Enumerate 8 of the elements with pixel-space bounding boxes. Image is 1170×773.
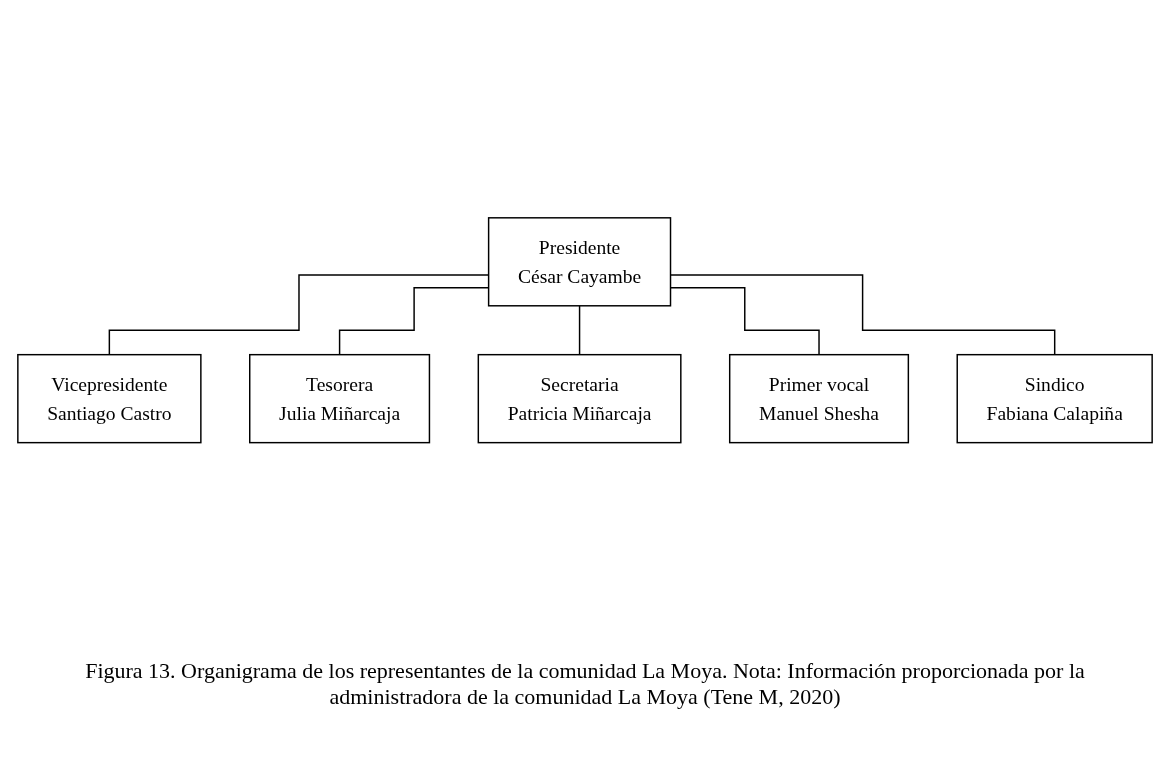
node-box: Primer vocal Manuel Shesha [728, 353, 910, 444]
node-box: Sindico Fabiana Calapiña [956, 353, 1153, 444]
node-box: Vicepresidente Santiago Castro [17, 353, 202, 444]
node-box: Presidente César Cayambe [487, 216, 672, 307]
caption: Figura 13. Organigrama de los representantes de la comunidad La Moya. Nota: Información proporcionada por la administradora de la comunidad La Moya (Tene M, 2020) [84, 658, 1086, 710]
connector [578, 304, 581, 356]
node-box: Secretaria Patricia Miñarcaja [477, 353, 682, 444]
node-box: Tesorera Julia Miñarcaja [249, 353, 431, 444]
